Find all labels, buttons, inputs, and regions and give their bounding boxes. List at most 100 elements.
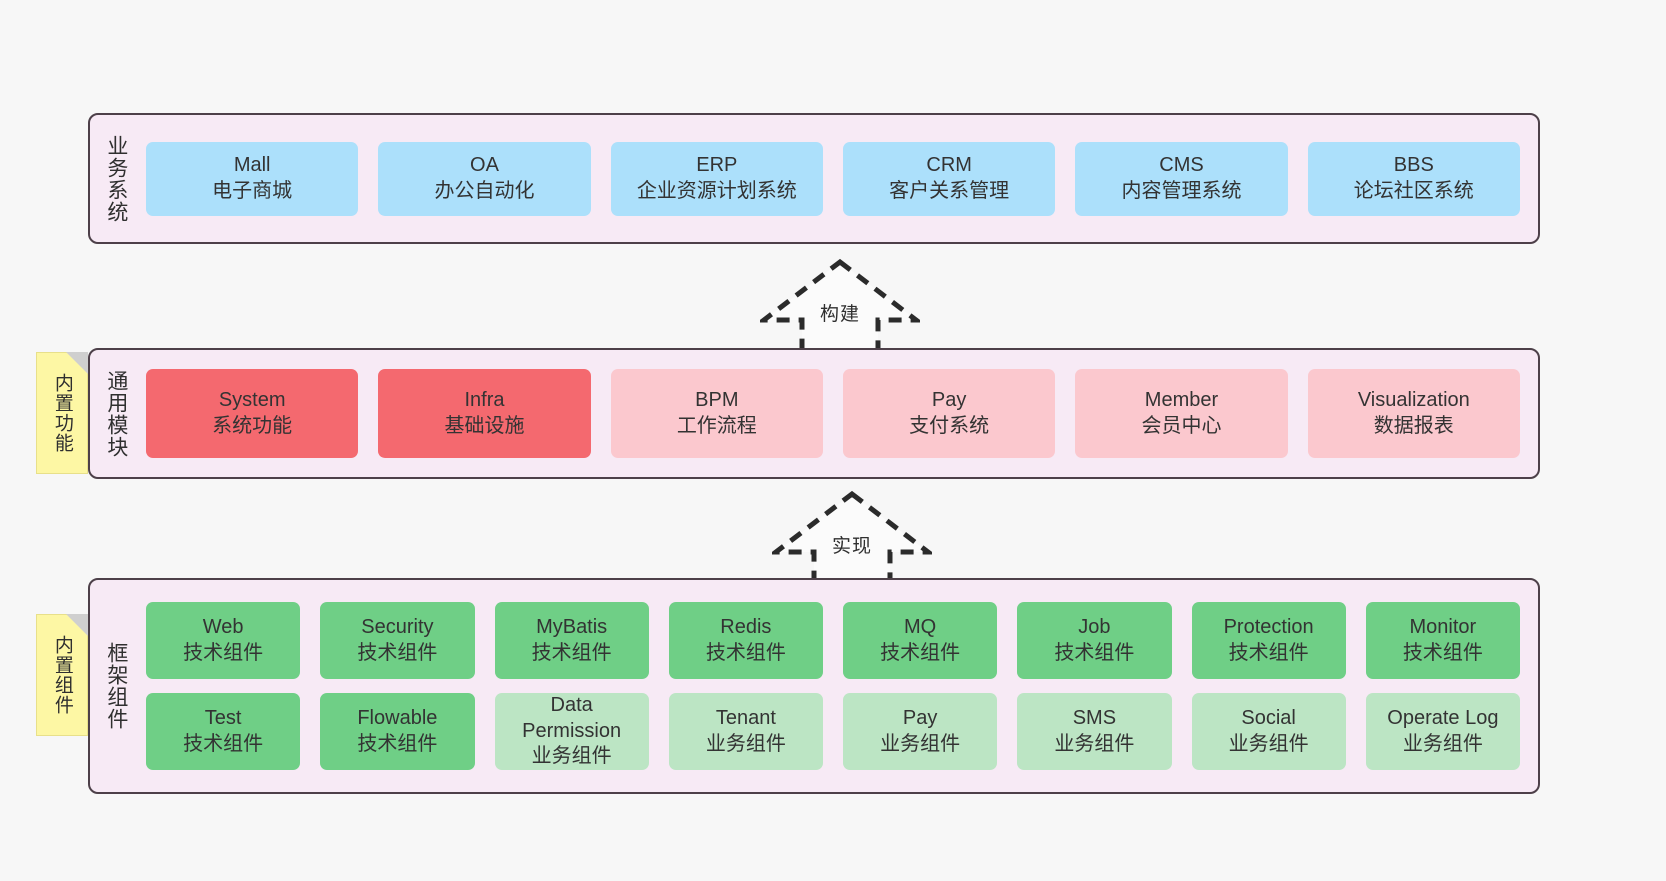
card-title: Protection [1223, 615, 1314, 638]
card-social[interactable]: Social 业务组件 [1191, 693, 1346, 770]
builtin-component-note: 内置组件 [36, 614, 88, 736]
card-subtitle: 技术组件 [183, 641, 264, 664]
card-title: Monitor [1409, 615, 1477, 638]
card-subtitle: 技术组件 [531, 641, 612, 664]
card-subtitle: 内容管理系统 [1121, 179, 1242, 202]
card-subtitle: 技术组件 [183, 732, 264, 755]
card-subtitle: 业务组件 [1228, 732, 1309, 755]
note-label: 内置组件 [51, 635, 73, 715]
card-title: Pay [902, 706, 938, 729]
card-title: Web [202, 615, 244, 638]
card-pay-module[interactable]: Pay 支付系统 [842, 369, 1056, 458]
card-flowable[interactable]: Flowable 技术组件 [320, 693, 475, 770]
card-crm[interactable]: CRM 客户关系管理 [842, 141, 1056, 216]
card-subtitle: 工作流程 [676, 414, 757, 437]
card-mq[interactable]: MQ 技术组件 [843, 602, 998, 679]
card-tenant[interactable]: Tenant 业务组件 [668, 693, 823, 770]
card-bbs[interactable]: BBS 论坛社区系统 [1307, 141, 1520, 216]
build-arrow: 构建 [760, 258, 920, 354]
card-subtitle: 会员中心 [1141, 414, 1222, 437]
card-subtitle: 业务组件 [1402, 732, 1483, 755]
card-member[interactable]: Member 会员中心 [1075, 369, 1288, 458]
card-row: System 系统功能 Infra 基础设施 BPM 工作流程 Pay 支付系统… [146, 369, 1520, 458]
card-visualization[interactable]: Visualization 数据报表 [1307, 369, 1520, 458]
card-title: Operate Log [1387, 706, 1499, 729]
card-subtitle: 技术组件 [1054, 641, 1135, 664]
card-subtitle: 论坛社区系统 [1353, 179, 1474, 202]
card-subtitle: 数据报表 [1373, 414, 1454, 437]
layer-title-framework-component: 框架组件 [104, 642, 128, 730]
card-security[interactable]: Security 技术组件 [320, 602, 475, 679]
card-title: MyBatis [536, 615, 608, 638]
card-mybatis[interactable]: MyBatis 技术组件 [494, 602, 649, 679]
card-row: Mall 电子商城 OA 办公自动化 ERP 企业资源计划系统 CRM 客户关系… [146, 141, 1520, 216]
card-pay-component[interactable]: Pay 业务组件 [843, 693, 998, 770]
card-test[interactable]: Test 技术组件 [146, 693, 301, 770]
card-subtitle: 技术组件 [357, 732, 438, 755]
card-title: Redis [720, 615, 772, 638]
card-title: Security [361, 615, 434, 638]
layer-title-business-system: 业务系统 [104, 134, 128, 223]
card-subtitle: 技术组件 [1228, 641, 1309, 664]
card-mall[interactable]: Mall 电子商城 [146, 141, 359, 216]
card-title: Data Permission [522, 694, 622, 742]
card-subtitle: 办公自动化 [434, 179, 535, 202]
card-title: Visualization [1357, 388, 1470, 411]
card-redis[interactable]: Redis 技术组件 [668, 602, 823, 679]
card-row: Test 技术组件 Flowable 技术组件 Data Permission … [146, 693, 1520, 770]
card-subtitle: 技术组件 [880, 641, 961, 664]
card-job[interactable]: Job 技术组件 [1017, 602, 1172, 679]
card-data-permission[interactable]: Data Permission 业务组件 [494, 693, 649, 770]
builtin-function-note: 内置功能 [36, 352, 88, 474]
card-subtitle: 技术组件 [1402, 641, 1483, 664]
card-title: CMS [1159, 153, 1204, 176]
card-subtitle: 电子商城 [212, 179, 293, 202]
card-title: OA [470, 153, 499, 176]
card-title: Pay [931, 388, 967, 411]
card-title: SMS [1072, 706, 1117, 729]
card-title: BPM [695, 388, 739, 411]
card-subtitle: 业务组件 [880, 732, 961, 755]
card-title: ERP [696, 153, 738, 176]
card-title: System [218, 388, 286, 411]
card-title: Infra [464, 388, 505, 411]
card-subtitle: 业务组件 [531, 745, 612, 768]
card-monitor[interactable]: Monitor 技术组件 [1365, 602, 1520, 679]
layer-business-system: 业务系统 Mall 电子商城 OA 办公自动化 ERP 企业资源计划系统 CRM… [88, 113, 1540, 244]
card-erp[interactable]: ERP 企业资源计划系统 [610, 141, 823, 216]
card-title: Social [1241, 706, 1296, 729]
card-subtitle: 技术组件 [357, 641, 438, 664]
card-title: Member [1144, 388, 1219, 411]
card-system[interactable]: System 系统功能 [146, 369, 359, 458]
card-row: Web 技术组件 Security 技术组件 MyBatis 技术组件 Redi… [146, 602, 1520, 679]
card-subtitle: 业务组件 [705, 732, 786, 755]
card-oa[interactable]: OA 办公自动化 [378, 141, 591, 216]
layer-common-module: 通用模块 System 系统功能 Infra 基础设施 BPM 工作流程 Pay… [88, 348, 1540, 479]
card-infra[interactable]: Infra 基础设施 [378, 369, 591, 458]
card-title: Test [204, 706, 242, 729]
card-operate-log[interactable]: Operate Log 业务组件 [1365, 693, 1520, 770]
card-title: CRM [926, 153, 972, 176]
card-subtitle: 客户关系管理 [889, 179, 1010, 202]
card-subtitle: 基础设施 [444, 414, 525, 437]
card-title: BBS [1393, 153, 1434, 176]
card-web[interactable]: Web 技术组件 [146, 602, 301, 679]
layer-body-framework-component: Web 技术组件 Security 技术组件 MyBatis 技术组件 Redi… [142, 580, 1538, 792]
card-protection[interactable]: Protection 技术组件 [1191, 602, 1346, 679]
card-title: Tenant [715, 706, 776, 729]
implement-arrow: 实现 [772, 490, 932, 586]
card-subtitle: 系统功能 [212, 414, 293, 437]
layer-body-common-module: System 系统功能 Infra 基础设施 BPM 工作流程 Pay 支付系统… [142, 350, 1538, 477]
card-title: MQ [904, 615, 937, 638]
card-bpm[interactable]: BPM 工作流程 [610, 369, 823, 458]
card-cms[interactable]: CMS 内容管理系统 [1075, 141, 1288, 216]
layer-framework-component: 框架组件 Web 技术组件 Security 技术组件 MyBatis 技术组件… [88, 578, 1540, 794]
layer-body-business-system: Mall 电子商城 OA 办公自动化 ERP 企业资源计划系统 CRM 客户关系… [142, 115, 1538, 242]
note-label: 内置功能 [51, 373, 73, 453]
card-subtitle: 技术组件 [705, 641, 786, 664]
card-subtitle: 企业资源计划系统 [636, 179, 797, 202]
card-sms[interactable]: SMS 业务组件 [1017, 693, 1172, 770]
card-title: Mall [233, 153, 271, 176]
card-title: Job [1078, 615, 1111, 638]
